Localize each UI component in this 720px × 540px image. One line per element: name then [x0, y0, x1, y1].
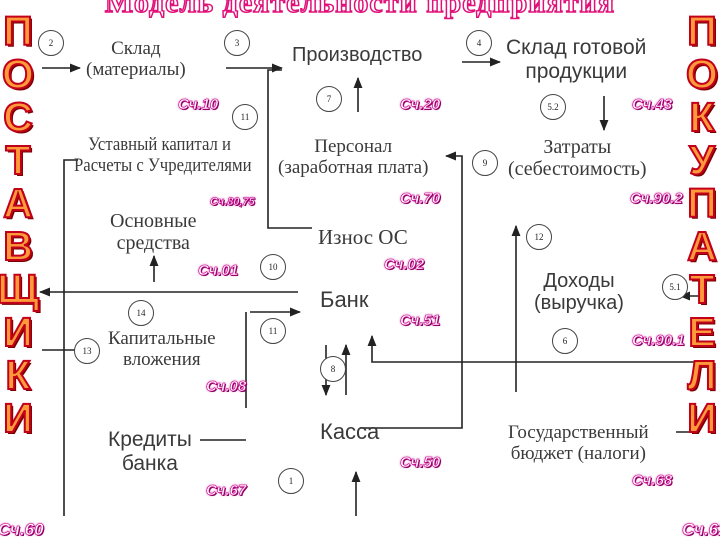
buyers-letter: Т [688, 266, 715, 312]
arrow-cash-to-personnel [360, 151, 463, 429]
suppliers-letter: А [2, 180, 34, 226]
node-personnel-line1: Персонал [314, 136, 393, 157]
node-costs: Затраты (себестоимость) [508, 136, 647, 181]
node-bank-credits-line2: банка [121, 451, 178, 475]
suppliers-letter: Т [4, 137, 31, 183]
step-marker: 13 [74, 338, 100, 364]
node-fixed-assets-line2: средства [116, 232, 190, 255]
buyers-column: П О К У П А Т Е Л И [680, 8, 720, 441]
step-marker: 3 [224, 30, 250, 56]
node-finished-goods-line2: продукции [525, 59, 628, 83]
node-revenue: Доходы (выручка) [534, 270, 624, 315]
node-depreciation-line1: Износ ОС [318, 225, 408, 249]
account-charter-capital: Сч.80,75 [210, 196, 255, 209]
step-marker: 6 [552, 328, 578, 354]
suppliers-letter: С [2, 94, 34, 140]
buyers-letter: А [686, 223, 718, 269]
account-bank-credits: Сч.67 [206, 482, 247, 500]
account-warehouse: Сч.10 [178, 96, 219, 114]
step-marker: 12 [526, 224, 552, 250]
node-state-budget-line2: бюджет (налоги) [510, 443, 646, 465]
step-marker: 14 [128, 300, 154, 326]
step-marker: 10 [260, 254, 286, 280]
buyers-letter: Л [687, 352, 718, 398]
step-marker: 1 [278, 468, 304, 494]
node-bank: Банк [320, 287, 369, 313]
step-marker: 4 [466, 30, 492, 56]
account-fixed-assets: Сч.01 [198, 262, 239, 280]
node-revenue-line2: (выручка) [534, 292, 624, 315]
node-warehouse: Склад (материалы) [86, 38, 186, 81]
step-marker: 8 [320, 356, 346, 382]
node-personnel-line2: (заработная плата) [278, 157, 429, 179]
node-cash: Касса [320, 419, 380, 445]
arrow-revenue-to-bank [367, 334, 700, 363]
buyers-letter: П [686, 180, 718, 226]
node-fixed-assets: Основные средства [110, 210, 196, 255]
step-marker: 11 [260, 318, 286, 344]
node-capital-investments-line1: Капитальные [108, 328, 216, 349]
node-warehouse-line2: (материалы) [86, 59, 186, 81]
buyers-letter: У [688, 137, 715, 183]
node-bank-credits: Кредиты банка [108, 428, 192, 475]
node-capital-investments-line2: вложения [122, 349, 201, 371]
node-finished-goods-line1: Склад готовой [506, 36, 647, 59]
account-capital-investments: Сч.08 [206, 378, 247, 396]
node-state-budget-line1: Государственный [508, 422, 649, 443]
node-state-budget: Государственный бюджет (налоги) [508, 422, 649, 465]
arrow-capital-line [63, 159, 78, 516]
step-marker: 5.2 [540, 94, 566, 120]
node-warehouse-line1: Склад [111, 38, 161, 59]
step-marker: 9 [472, 150, 498, 176]
account-depreciation: Сч.02 [384, 256, 425, 274]
account-production: Сч.20 [400, 96, 441, 114]
account-revenue: Сч.90.1 [632, 332, 685, 350]
buyers-letter: К [688, 94, 715, 140]
suppliers-letter: Щ [0, 266, 40, 312]
suppliers-letter: В [2, 223, 34, 269]
node-fixed-assets-line1: Основные [110, 210, 197, 232]
suppliers-column: П О С Т А В Щ И К И [0, 8, 40, 441]
account-personnel: Сч.70 [400, 190, 441, 208]
node-costs-line1: Затраты [543, 136, 612, 158]
buyers-account: Сч.62 [682, 520, 720, 540]
node-revenue-line1: Доходы [543, 270, 615, 292]
node-production-line1: Производство [292, 44, 423, 66]
buyers-letter: И [686, 395, 718, 441]
account-cash: Сч.50 [400, 454, 441, 472]
buyers-letter: О [685, 51, 719, 97]
suppliers-letter: К [4, 352, 31, 398]
suppliers-letter: И [2, 395, 34, 441]
node-capital-investments: Капитальные вложения [108, 328, 216, 371]
account-state-budget: Сч.68 [632, 472, 673, 490]
suppliers-letter: П [2, 8, 34, 54]
node-personnel: Персонал (заработная плата) [278, 136, 428, 179]
node-production: Производство [292, 44, 422, 66]
buyers-letter: Е [687, 309, 716, 355]
account-finished-goods: Сч.43 [632, 96, 673, 114]
node-bank-credits-line1: Кредиты [108, 428, 192, 451]
node-finished-goods: Склад готовой продукции [506, 36, 646, 83]
node-cash-line1: Касса [320, 419, 380, 444]
suppliers-letter: О [1, 51, 35, 97]
arrow-depreciation-to-production [267, 69, 312, 229]
step-marker: 7 [316, 86, 342, 112]
step-marker: 5.1 [662, 274, 688, 300]
page-title: Модель деятельности предприятия [104, 0, 616, 20]
node-charter-capital-line1: Уставный капитал и [88, 134, 231, 155]
step-marker: 11 [232, 104, 258, 130]
node-depreciation: Износ ОС [318, 225, 408, 250]
buyers-letter: П [686, 8, 718, 54]
suppliers-letter: И [2, 309, 34, 355]
account-costs: Сч.90.2 [630, 190, 683, 208]
suppliers-account: Сч.60 [0, 520, 44, 540]
node-costs-line2: (себестоимость) [508, 158, 647, 181]
step-marker: 2 [38, 30, 64, 56]
node-bank-line1: Банк [320, 287, 369, 312]
node-charter-capital-line2: Расчеты с Учредителями [74, 155, 252, 177]
node-charter-capital: Уставный капитал и Расчеты с Учредителям… [74, 134, 252, 177]
account-bank: Сч.51 [400, 312, 441, 330]
